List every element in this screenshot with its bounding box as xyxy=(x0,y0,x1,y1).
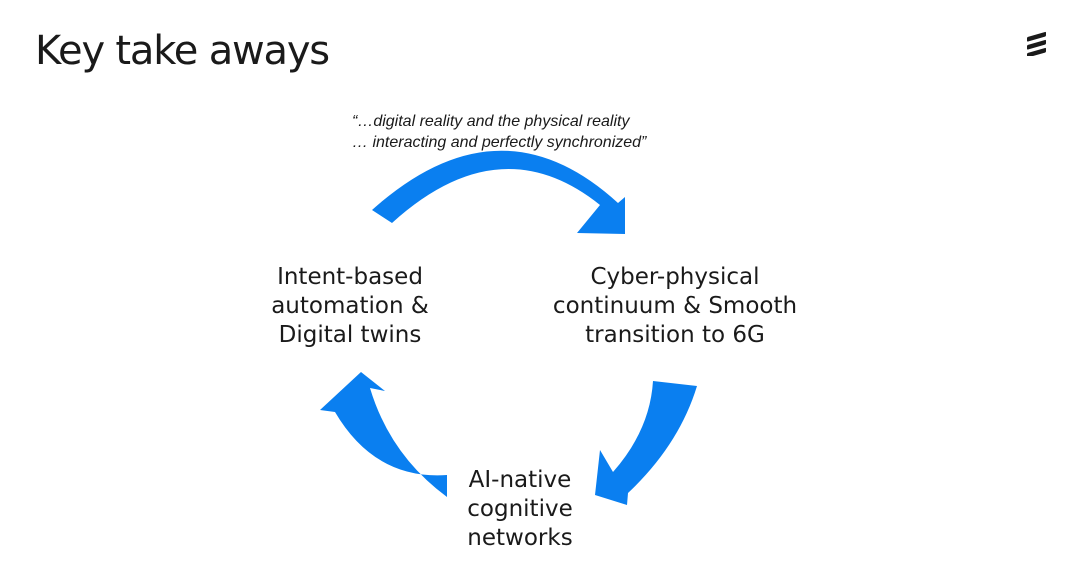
node-left-line-2: automation & xyxy=(271,293,429,319)
ericsson-logo-icon xyxy=(1027,31,1046,56)
quote-line-2: … interacting and perfectly synchronized… xyxy=(352,134,647,151)
node-bottom-line-3: networks xyxy=(467,525,573,551)
node-bottom-line-1: AI-native xyxy=(468,467,572,493)
page-title: Key take aways xyxy=(35,28,330,74)
node-left-line-1: Intent-based xyxy=(277,264,423,290)
node-right-line-2: continuum & Smooth xyxy=(552,293,798,319)
node-intent-based-automation: Intent-based automation & Digital twins xyxy=(238,263,462,350)
node-bottom-line-2: cognitive xyxy=(467,496,573,522)
node-ai-native-networks: AI-native cognitive networks xyxy=(430,466,610,553)
node-right-line-1: Cyber-physical xyxy=(590,264,760,290)
quote-text: “…digital reality and the physical reali… xyxy=(352,111,772,153)
node-right-line-3: transition to 6G xyxy=(585,322,765,348)
cycle-arrow-top xyxy=(372,150,625,234)
quote-line-1: “…digital reality and the physical reali… xyxy=(352,113,630,130)
cycle-arrow-right xyxy=(595,381,697,505)
cycle-arrow-left xyxy=(320,372,447,497)
node-cyber-physical-continuum: Cyber-physical continuum & Smooth transi… xyxy=(530,263,820,350)
node-left-line-3: Digital twins xyxy=(278,322,422,348)
